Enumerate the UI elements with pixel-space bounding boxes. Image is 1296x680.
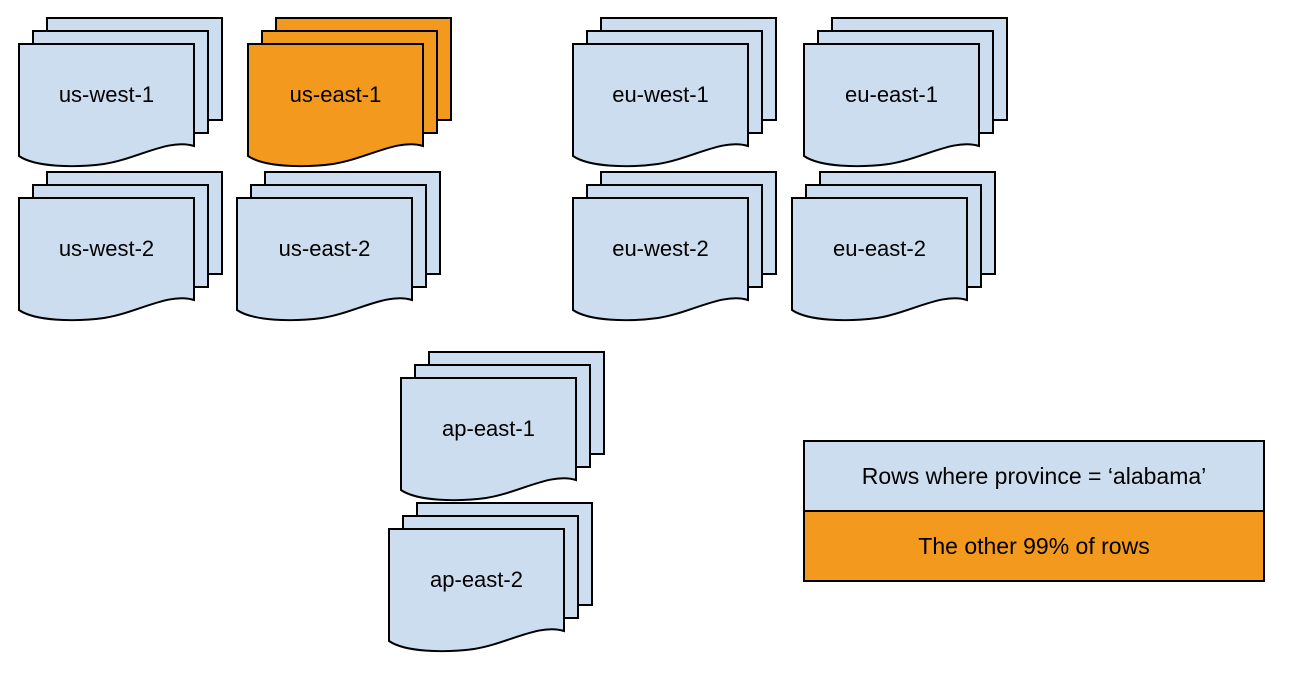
region-stack-eu-west-2: eu-west-2 xyxy=(572,171,778,343)
document-stack-icon xyxy=(388,502,593,653)
document-stack-icon xyxy=(572,171,777,322)
region-stack-us-west-1: us-west-1 xyxy=(18,17,224,189)
legend-label-other-rows: The other 99% of rows xyxy=(918,532,1150,559)
region-stack-eu-west-1: eu-west-1 xyxy=(572,17,778,189)
document-stack-icon xyxy=(247,17,452,168)
region-stack-us-west-2: us-west-2 xyxy=(18,171,224,343)
region-stack-eu-east-2: eu-east-2 xyxy=(791,171,997,343)
legend: Rows where province = ‘alabama’ The othe… xyxy=(803,440,1265,582)
legend-label-alabama-rows: Rows where province = ‘alabama’ xyxy=(861,462,1207,489)
document-stack-icon xyxy=(791,171,996,322)
document-stack-icon xyxy=(803,17,1008,168)
region-stack-ap-east-2: ap-east-2 xyxy=(388,502,594,674)
document-stack-icon xyxy=(400,351,605,502)
region-stack-us-east-1: us-east-1 xyxy=(247,17,453,189)
region-stack-eu-east-1: eu-east-1 xyxy=(803,17,1009,189)
region-stack-ap-east-1: ap-east-1 xyxy=(400,351,606,523)
legend-item-alabama-rows: Rows where province = ‘alabama’ xyxy=(805,442,1263,510)
document-stack-icon xyxy=(572,17,777,168)
document-stack-icon xyxy=(18,171,223,322)
legend-item-other-rows: The other 99% of rows xyxy=(805,510,1263,580)
region-stack-us-east-2: us-east-2 xyxy=(236,171,442,343)
document-stack-icon xyxy=(18,17,223,168)
document-stack-icon xyxy=(236,171,441,322)
